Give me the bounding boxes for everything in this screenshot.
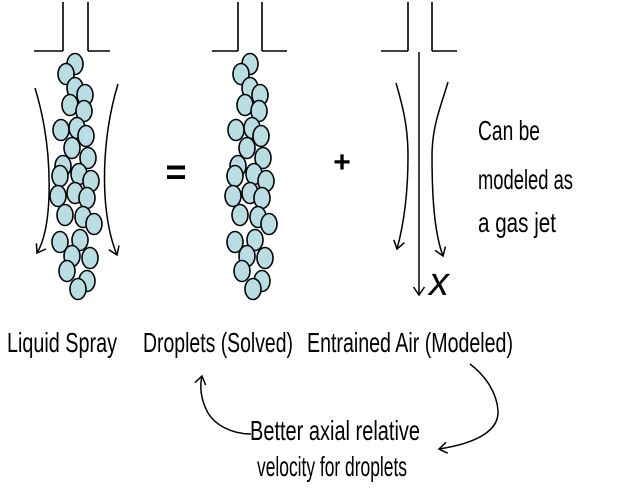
droplet-icon bbox=[85, 212, 103, 236]
nozzle-middle bbox=[212, 2, 287, 52]
jet-boundary-arrow-left-icon bbox=[393, 82, 409, 251]
droplet-icon bbox=[52, 118, 70, 142]
gas-jet-note-line2: modeled as bbox=[478, 164, 573, 195]
droplet-icon bbox=[238, 136, 256, 160]
jet-axis-label: x bbox=[427, 260, 451, 304]
droplet-icon bbox=[69, 277, 87, 301]
droplet-icon bbox=[233, 259, 251, 283]
droplet-icon bbox=[260, 212, 278, 236]
droplet-icon bbox=[77, 124, 95, 148]
liquid-spray-figure: Liquid Spray bbox=[7, 2, 120, 358]
gas-jet-note-line3: a gas jet bbox=[478, 207, 556, 238]
curved-arrow-to-droplets-icon bbox=[194, 374, 252, 435]
droplet-icon bbox=[71, 228, 89, 252]
benefit-note-line2: velocity for droplets bbox=[257, 451, 407, 482]
droplet-icon bbox=[224, 184, 242, 208]
droplet-cluster-solved bbox=[224, 52, 278, 301]
droplet-icon bbox=[227, 118, 245, 142]
droplet-icon bbox=[246, 228, 264, 252]
nozzle-right bbox=[381, 2, 457, 52]
droplet-icon bbox=[253, 186, 271, 210]
gas-jet-note-line1: Can be bbox=[478, 115, 540, 146]
droplet-icon bbox=[56, 203, 74, 227]
entrained-air-figure: x Entrained Air (Modeled) bbox=[307, 2, 513, 358]
droplet-icon bbox=[78, 186, 96, 210]
equals-operator: = bbox=[165, 151, 186, 192]
droplet-icon bbox=[49, 184, 67, 208]
benefit-annotation: Better axial relative velocity for dropl… bbox=[194, 363, 499, 482]
droplet-icon bbox=[256, 246, 274, 270]
entrained-flow-arrow-left-icon bbox=[34, 87, 50, 255]
caption-droplets-solved: Droplets (Solved) bbox=[143, 327, 293, 358]
entrained-flow-arrow-right-icon bbox=[103, 83, 120, 257]
droplet-icon bbox=[58, 259, 76, 283]
droplet-icon bbox=[81, 246, 99, 270]
droplet-icon bbox=[226, 164, 244, 188]
droplet-icon bbox=[231, 203, 249, 227]
droplet-cluster-liquid-spray bbox=[49, 52, 103, 301]
droplet-icon bbox=[79, 146, 97, 170]
caption-entrained-air: Entrained Air (Modeled) bbox=[307, 327, 513, 358]
droplet-icon bbox=[244, 277, 262, 301]
curved-arrow-from-entrained-air-icon bbox=[437, 363, 499, 454]
gas-jet-note: Can be modeled as a gas jet bbox=[478, 115, 573, 238]
plus-operator: + bbox=[333, 146, 351, 179]
caption-liquid-spray: Liquid Spray bbox=[7, 327, 117, 358]
droplet-icon bbox=[51, 230, 69, 254]
droplet-icon bbox=[252, 124, 270, 148]
droplets-solved-figure: Droplets (Solved) bbox=[143, 2, 293, 358]
benefit-note-line1: Better axial relative bbox=[250, 415, 420, 446]
droplet-icon bbox=[63, 136, 81, 160]
droplet-icon bbox=[51, 164, 69, 188]
droplet-icon bbox=[226, 230, 244, 254]
nozzle-left bbox=[34, 2, 110, 52]
droplet-icon bbox=[254, 146, 272, 170]
jet-boundary-arrow-right-icon bbox=[431, 81, 449, 258]
